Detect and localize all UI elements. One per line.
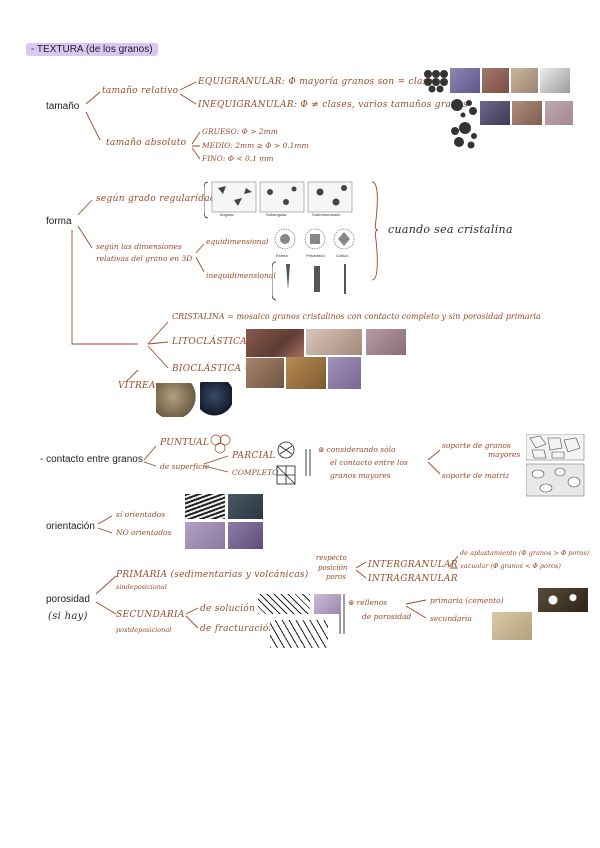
litoclastica: LITOCLÁSTICA = [172, 337, 258, 347]
inequidimensional: inequidimensional [206, 271, 276, 280]
orientados-diagram [185, 494, 225, 519]
vitrea-photo-1 [156, 383, 198, 417]
fino: FINO: Φ < 0.1 mm [202, 154, 274, 163]
segun-dimensiones-2: relativas del grano en 3D [96, 254, 193, 263]
sindeposicional: sindeposicional [116, 583, 167, 591]
contacto-note: ⊛ considerando sólo [318, 445, 396, 454]
equigranular-grains-icon [424, 70, 448, 93]
rellenos: ⊛ rellenos [348, 598, 388, 607]
vitrea: VÍTREA [118, 381, 156, 391]
contacto-note-2: el contacto entre los [330, 458, 408, 467]
equidimensional: equidimensional [206, 237, 269, 246]
litoclastica-photo-3 [366, 329, 406, 355]
regular-label-3: Subredondeado [312, 212, 341, 217]
no-orientados-photo-2 [228, 522, 263, 549]
regularidad-diagram [204, 181, 353, 219]
regular-label-2: Subangular [266, 212, 287, 217]
tamano-relativo: tamaño relativo [102, 86, 179, 96]
page-title: - TEXTURA (de los granos) [26, 43, 158, 56]
soporte-granos-2: mayores [488, 450, 521, 459]
segun-dimensiones: según las dimensiones [96, 242, 182, 251]
porosidad-heading: porosidad [46, 594, 90, 605]
postdeposicional: postdeposicional [116, 626, 172, 634]
de-superficie: de superficie [160, 462, 210, 471]
litoclastica-photo-2 [306, 329, 362, 355]
inequigranular-photo-1 [480, 101, 510, 125]
cristalina: CRISTALINA = mosaico granos cristalinos … [172, 312, 541, 321]
equigranular: EQUIGRANULAR: Φ mayoría granos son = cla… [198, 77, 434, 87]
equigranular-photo-1 [450, 68, 480, 93]
grueso: GRUESO: Φ > 2mm [202, 127, 278, 136]
bioclastica-photo-3 [328, 357, 361, 389]
intragranular: INTRAGRANULAR [368, 574, 458, 584]
bioclastica: BIOCLÁSTICA = [172, 364, 253, 374]
puntual: PUNTUAL [160, 438, 210, 448]
relleno-secundaria-photo [492, 612, 532, 640]
inequigranular-photo-3 [545, 101, 573, 125]
equi-label-3: Cúbico [336, 253, 349, 258]
equigranular-photo-3 [511, 68, 538, 93]
equi-label-2: Prismático [306, 253, 325, 258]
tamano-absoluto: tamaño absoluto [106, 138, 187, 148]
contacto-note-3: granos mayores [330, 471, 391, 480]
primaria: PRIMARIA (sedimentarias y volcánicas) [116, 570, 309, 580]
respecto: respecto [316, 554, 347, 562]
medio: MEDIO: 2mm ≥ Φ > 0.1mm [202, 141, 309, 150]
de-fracturacion: de fracturación [200, 624, 275, 634]
segun-regularidad: según grado regularidad [96, 194, 217, 204]
respecto-3: poros [326, 573, 346, 581]
contact-type-diagram [276, 441, 296, 485]
litoclastica-photo-1 [246, 329, 304, 357]
equi-label-1: Esfera [276, 253, 288, 258]
regular-label-1: Angular [220, 212, 234, 217]
aplastamiento: de aplastamiento (Φ granos > Φ poros) [460, 549, 590, 557]
parcial: PARCIAL [232, 451, 276, 461]
soporte-diagram [526, 434, 585, 497]
cemento-photo [538, 588, 588, 612]
vitrea-photo-2 [200, 382, 232, 417]
puntual-diagram [210, 434, 231, 454]
vacuolar: vacuolar (Φ granos < Φ poros) [460, 562, 561, 570]
solucion-diagram [258, 594, 310, 614]
bioclastica-photo-1 [246, 358, 284, 388]
respecto-2: posición [318, 564, 348, 572]
cuando-cristalina: cuando sea cristalina [388, 223, 513, 236]
si-orientados: sí orientados [116, 510, 166, 519]
soporte-matriz: soporte de matriz [442, 471, 510, 480]
soporte-granos: soporte de granos [442, 441, 511, 450]
no-orientados-photo-1 [185, 522, 225, 549]
equidimensional-diagram [274, 228, 355, 250]
contacto-heading: - contacto entre granos [40, 454, 143, 465]
inequigranular-grains-icon [451, 99, 477, 149]
de-solucion: de solución [200, 604, 256, 614]
solucion-photo [314, 594, 340, 614]
orientados-photo [228, 494, 263, 519]
bioclastica-photo-2 [286, 357, 326, 389]
no-orientados: NO orientados [116, 528, 172, 537]
si-hay: (si hay) [48, 611, 88, 622]
tamano-heading: tamaño [46, 101, 80, 112]
inequigranular-photo-2 [512, 101, 542, 125]
forma-heading: forma [46, 216, 72, 227]
inequidimensional-diagram [272, 261, 346, 301]
secundaria: SECUNDARIA [116, 610, 185, 620]
relleno-primaria: primaria (cemento) [430, 596, 504, 605]
equigranular-photo-2 [482, 68, 509, 93]
intergranular: INTERGRANULAR [368, 560, 458, 570]
completo: COMPLETO [232, 468, 279, 477]
rellenos-2: de porosidad [362, 612, 412, 621]
equigranular-photo-4 [540, 68, 570, 93]
relleno-secundaria: secundaria [430, 614, 472, 623]
orientacion-heading: orientación [46, 521, 95, 532]
inequigranular: INEQUIGRANULAR: Φ ≠ clases, varios tamañ… [198, 100, 468, 110]
fracturacion-diagram [270, 620, 328, 648]
